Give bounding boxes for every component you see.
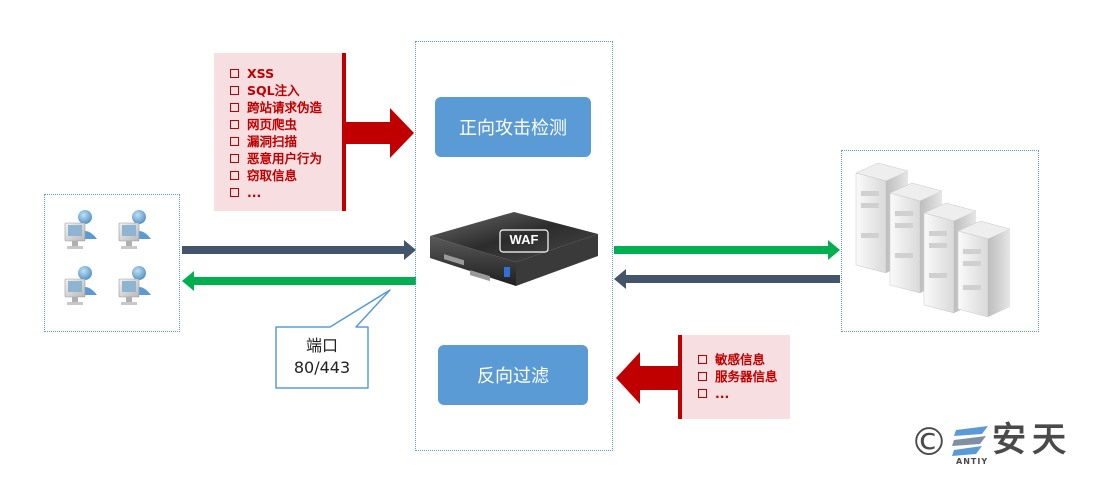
attack-list-item: 网页爬虫 xyxy=(230,116,342,133)
request-arrow-right xyxy=(614,240,840,260)
forward-detection-text: 正向攻击检测 xyxy=(459,118,567,139)
leak-list-item-label: 敏感信息 xyxy=(715,352,766,367)
brand-cn: 安天 xyxy=(992,420,1072,460)
waf-device-label: WAF xyxy=(509,232,539,247)
leak-list-divider xyxy=(678,335,682,419)
attack-arrow xyxy=(346,108,414,158)
attack-list-item: 漏洞扫描 xyxy=(230,133,342,150)
attack-list-item-label: 窃取信息 xyxy=(247,168,298,183)
attack-list-item-label: ... xyxy=(247,185,262,200)
checkbox-bullet-icon xyxy=(230,154,239,163)
forward-detection-label: 正向攻击检测 xyxy=(435,97,591,157)
reverse-filter-text: 反向过滤 xyxy=(477,366,549,387)
attack-list-item-label: 恶意用户行为 xyxy=(247,151,323,166)
leak-list: 敏感信息服务器信息... xyxy=(698,351,790,402)
antiy-logo-icon xyxy=(952,426,988,456)
checkbox-bullet-icon xyxy=(698,355,707,364)
checkbox-bullet-icon xyxy=(230,137,239,146)
leak-list-item: 服务器信息 xyxy=(698,368,790,385)
server-group-box xyxy=(841,150,1039,332)
brand-en: ANTIY xyxy=(956,457,989,466)
attack-list-item-label: 漏洞扫描 xyxy=(247,134,298,149)
checkbox-bullet-icon xyxy=(230,120,239,129)
attack-list-item-label: XSS xyxy=(247,66,275,81)
leak-arrow xyxy=(616,352,678,404)
attack-list-item-label: 网页爬虫 xyxy=(247,117,298,132)
checkbox-bullet-icon xyxy=(230,69,239,78)
checkbox-bullet-icon xyxy=(230,188,239,197)
response-arrow-left xyxy=(182,271,416,291)
waf-appliance-icon xyxy=(430,212,598,286)
attack-list-item: 跨站请求伪造 xyxy=(230,99,342,116)
port-callout-text: 端口 80/443 xyxy=(276,335,368,379)
attack-list-item-label: 跨站请求伪造 xyxy=(247,100,323,115)
checkbox-bullet-icon xyxy=(698,389,707,398)
port-callout-shape xyxy=(275,289,391,389)
copyright-mark: © xyxy=(910,420,948,464)
attack-list-item: 恶意用户行为 xyxy=(230,150,342,167)
user-workstation-icon xyxy=(64,210,151,305)
client-group-box xyxy=(44,194,180,332)
reverse-filter-label: 反向过滤 xyxy=(438,345,588,405)
waf-box: 正向攻击检测 WAF 反向过滤 xyxy=(415,41,613,451)
port-callout-number: 80/443 xyxy=(293,358,351,377)
leak-list-item: 敏感信息 xyxy=(698,351,790,368)
attack-list-item: SQL注入 xyxy=(230,82,342,99)
leak-list-item: ... xyxy=(698,385,790,402)
checkbox-bullet-icon xyxy=(230,86,239,95)
attack-list-item: ... xyxy=(230,184,342,201)
attack-list: XSS SQL注入跨站请求伪造网页爬虫漏洞扫描恶意用户行为窃取信息... xyxy=(230,65,342,201)
server-rack-icon xyxy=(855,162,1011,318)
response-arrow-right xyxy=(614,269,840,289)
leak-list-item-label: 服务器信息 xyxy=(715,369,778,384)
checkbox-bullet-icon xyxy=(230,171,239,180)
port-callout-label: 端口 xyxy=(305,336,338,355)
attack-list-item-label: SQL注入 xyxy=(247,83,300,98)
attack-list-divider xyxy=(342,53,346,211)
checkbox-bullet-icon xyxy=(698,372,707,381)
leak-list-item-label: ... xyxy=(715,386,730,401)
attack-list-panel: XSS SQL注入跨站请求伪造网页爬虫漏洞扫描恶意用户行为窃取信息... xyxy=(214,53,342,211)
attack-list-item: 窃取信息 xyxy=(230,167,342,184)
leak-list-panel: 敏感信息服务器信息... xyxy=(682,335,790,419)
attack-list-item: XSS xyxy=(230,65,342,82)
checkbox-bullet-icon xyxy=(230,103,239,112)
request-arrow-left xyxy=(182,240,416,260)
